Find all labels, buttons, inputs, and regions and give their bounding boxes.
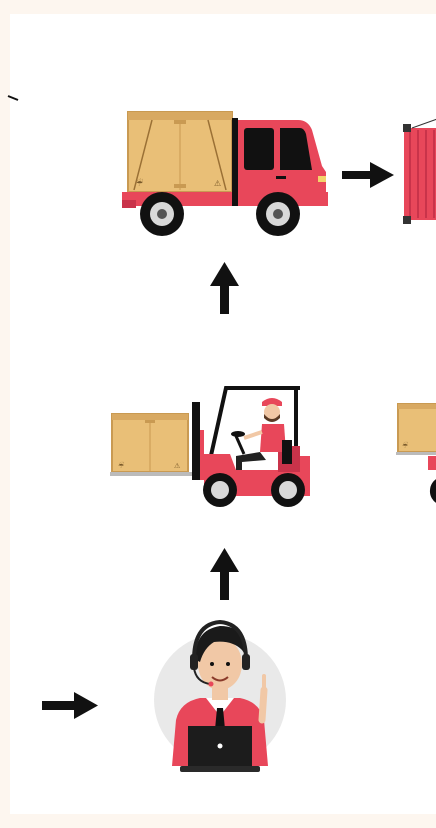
svg-text:⚠: ⚠ — [174, 462, 181, 470]
svg-text:⚠: ⚠ — [214, 179, 221, 188]
container-body — [404, 128, 436, 220]
truck-front-wheel — [256, 192, 300, 236]
laptop-icon — [180, 726, 260, 772]
svg-text:☔: ☔ — [136, 178, 143, 188]
forklift-front-wheel — [203, 473, 237, 507]
truck-headlight — [318, 176, 326, 182]
edge-mark — [8, 96, 18, 100]
svg-text:☔: ☔ — [118, 461, 125, 470]
truck-icon: ☔ ⚠ — [122, 112, 328, 236]
arrow-icon — [42, 692, 98, 719]
arrow-icon — [342, 162, 394, 188]
arrow-icon — [210, 262, 239, 314]
truck-window-rear — [244, 128, 274, 170]
arrow-icon — [210, 548, 239, 600]
forklift-partial-icon: ☔ — [396, 404, 436, 504]
container-icon — [403, 118, 436, 224]
truck-box-top — [128, 112, 232, 120]
forklift-icon: ☔ ⚠ — [110, 388, 310, 507]
headset-agent-icon — [154, 622, 286, 772]
svg-text:☔: ☔ — [402, 441, 409, 450]
cardboard-box-icon: ☔ ⚠ — [110, 414, 192, 476]
forklift-rear-wheel — [271, 473, 305, 507]
